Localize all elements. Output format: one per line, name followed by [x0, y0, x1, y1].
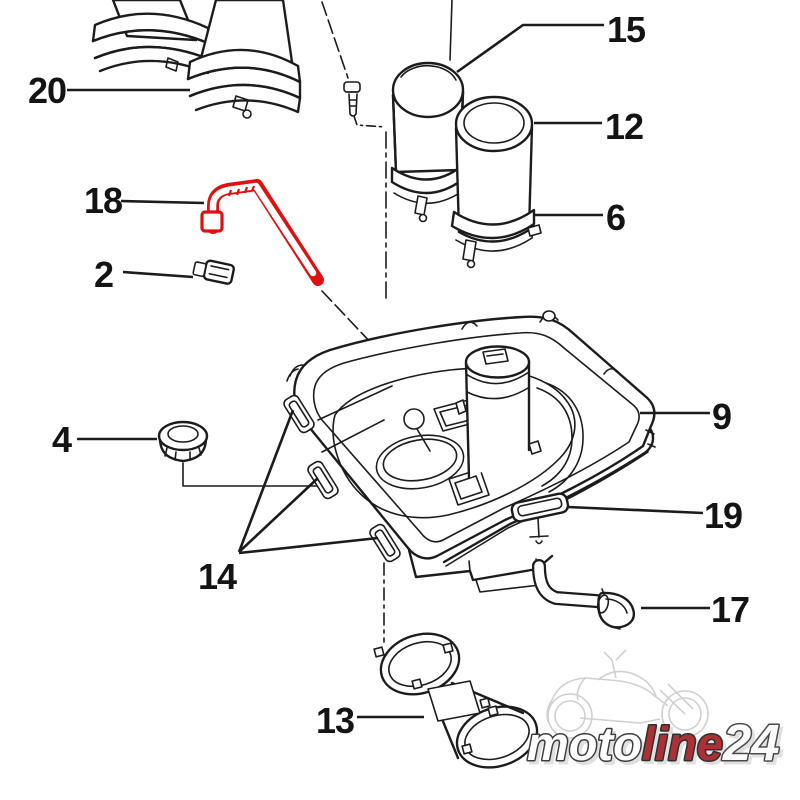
logo-text-moto: moto [527, 717, 642, 770]
callout-2: 2 [94, 254, 113, 295]
callout-15: 15 [607, 9, 646, 50]
callout-6: 6 [606, 197, 625, 238]
logo-text-24: 24 [722, 714, 780, 771]
callout-12: 12 [605, 106, 643, 147]
part-filter-elements-drawing [390, 61, 542, 269]
part-intake-ducts-drawing [91, 0, 302, 119]
logo-text: motoline24 motoline24 [526, 713, 785, 776]
callout-9: 9 [712, 396, 731, 437]
part-lower-case-drawing [407, 428, 655, 593]
callout-13: 13 [316, 700, 354, 741]
callout-14: 14 [198, 556, 237, 597]
callout-labels: 20 18 2 4 14 13 15 12 6 9 19 17 [28, 9, 750, 741]
callout-4: 4 [52, 419, 72, 460]
callout-leader-lines [67, 23, 710, 719]
callout-17: 17 [711, 589, 749, 630]
callout-20: 20 [28, 70, 66, 111]
part-air-cleaner-case-drawing [283, 310, 656, 563]
svg-text:motoline24: motoline24 [527, 714, 780, 771]
logo-text-line: line [642, 717, 723, 770]
watermark-logo: motoline24 motoline24 [526, 649, 785, 776]
svg-text:motoline24: motoline24 [530, 717, 783, 774]
part-gasket-drawing [373, 632, 539, 769]
motorcycle-sketch [546, 649, 709, 739]
part-grommet-drawing [157, 420, 209, 463]
part-hose-clamp-drawing [192, 259, 235, 285]
callout-18: 18 [84, 180, 122, 221]
part-drain-hose-drawing [532, 559, 635, 630]
callout-19: 19 [704, 495, 742, 536]
part-breather-hose-highlighted [200, 179, 324, 286]
part-bolt-drawing [343, 81, 361, 117]
